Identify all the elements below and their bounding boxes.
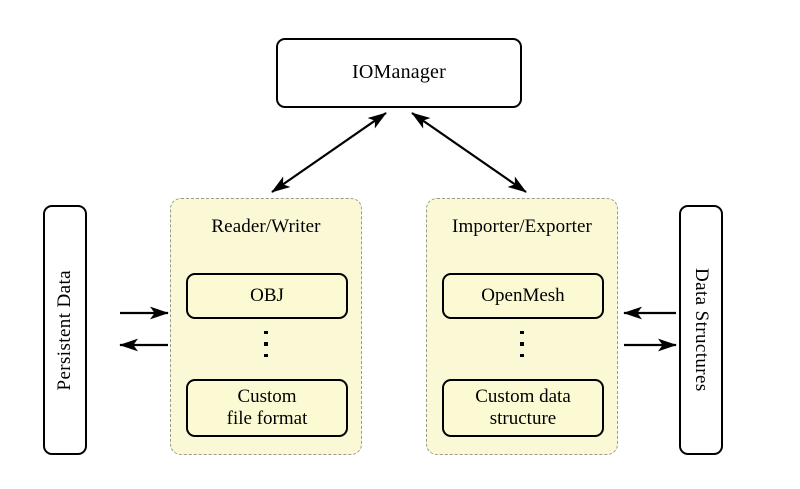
node-persistent-data[interactable]: Persistent Data (43, 205, 87, 455)
item-openmesh[interactable]: OpenMesh (442, 273, 604, 319)
node-iomanager[interactable]: IOManager (276, 38, 522, 108)
item-obj[interactable]: OBJ (186, 273, 348, 319)
node-iomanager-label: IOManager (352, 61, 446, 84)
connector-manager-to-importerexporter (411, 112, 527, 193)
panel-reader-writer[interactable]: Reader/Writer OBJ Custom file format (170, 198, 362, 455)
node-data-structures[interactable]: Data Structures (679, 205, 723, 455)
item-openmesh-label: OpenMesh (481, 284, 565, 306)
connector-manager-to-readerwriter (271, 112, 387, 193)
panel-importer-exporter-title: Importer/Exporter (452, 216, 592, 237)
panel-importer-exporter[interactable]: Importer/Exporter OpenMesh Custom data s… (426, 198, 618, 455)
panel-reader-writer-title: Reader/Writer (211, 216, 321, 237)
item-obj-label: OBJ (250, 284, 284, 306)
node-persistent-data-label: Persistent Data (53, 269, 75, 391)
vertical-dots-icon (171, 331, 361, 358)
item-custom-data-structure-label: Custom data structure (475, 385, 571, 429)
item-custom-data-structure[interactable]: Custom data structure (442, 379, 604, 437)
item-custom-file-format[interactable]: Custom file format (186, 379, 348, 437)
item-custom-file-format-label: Custom file format (226, 385, 308, 429)
node-data-structures-label: Data Structures (691, 268, 713, 392)
vertical-dots-icon (427, 331, 617, 358)
